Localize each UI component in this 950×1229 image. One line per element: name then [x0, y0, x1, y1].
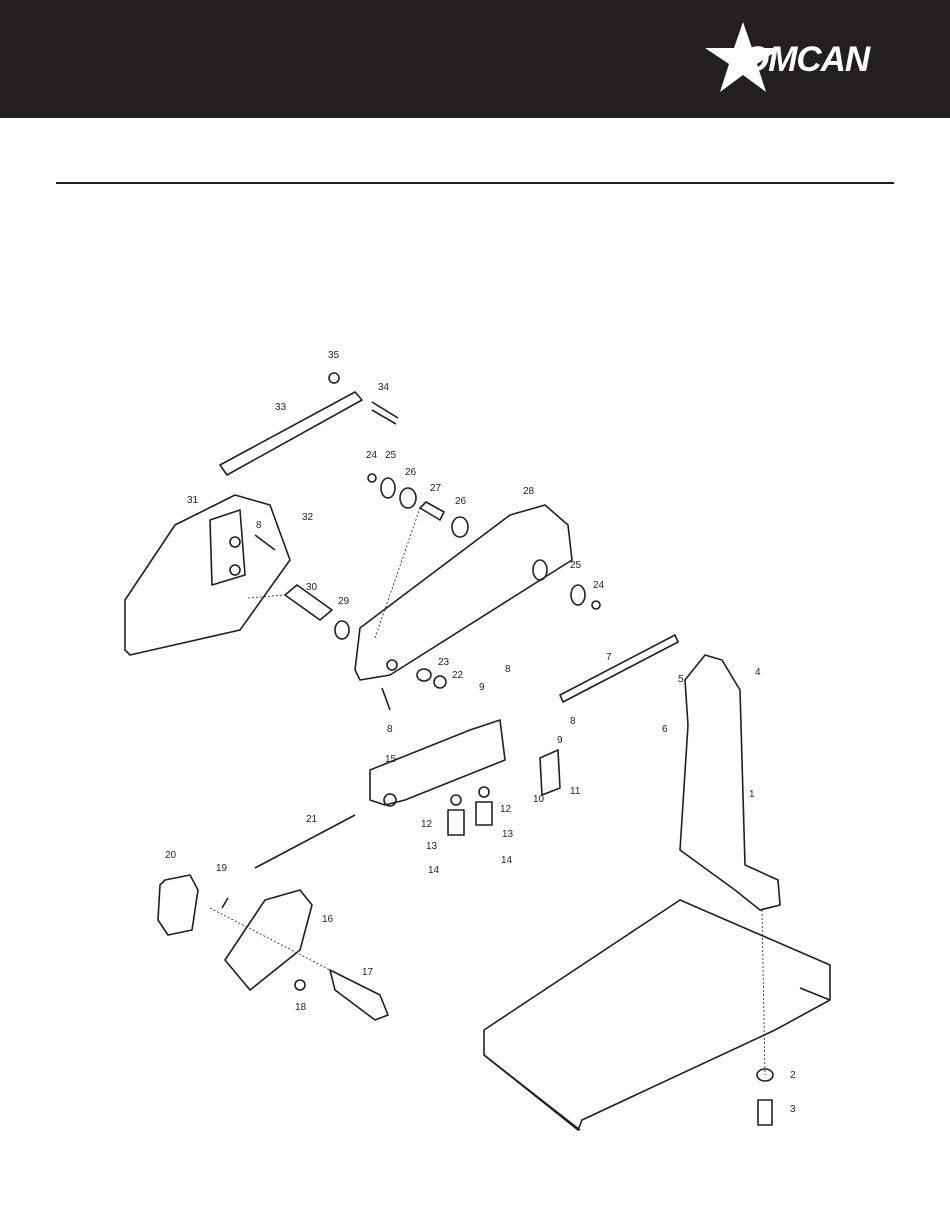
- part-label: 23: [438, 657, 450, 668]
- part-label: 8: [505, 664, 511, 675]
- part-shield: [225, 890, 312, 990]
- part-label: 33: [275, 402, 287, 413]
- part-label: 9: [479, 682, 485, 693]
- part-label: 22: [452, 670, 464, 681]
- part-label: 14: [501, 855, 513, 866]
- part-label: 21: [306, 814, 318, 825]
- part-label: 24: [593, 580, 605, 591]
- part-label: 14: [428, 865, 440, 876]
- part-label: 13: [502, 829, 514, 840]
- part-label: 11: [570, 786, 581, 797]
- part-label: 35: [328, 350, 340, 361]
- part-side-plate: [125, 495, 290, 655]
- exploded-parts-diagram: 1 2 3 4 5 6 7 8 8 8 8 9 9 10 11 12 12 13…: [0, 330, 950, 1160]
- part-label: 29: [338, 596, 350, 607]
- part-label: 2: [790, 1070, 796, 1081]
- part-label: 9: [557, 735, 563, 746]
- part-label: 5: [678, 674, 684, 685]
- part-label: 13: [426, 841, 438, 852]
- part-label: 19: [216, 863, 228, 874]
- page-header: OMCAN: [0, 0, 950, 118]
- part-label: 6: [662, 724, 668, 735]
- part-label: 26: [455, 496, 467, 507]
- part-label: 27: [430, 483, 442, 494]
- part-label: 1: [749, 789, 755, 800]
- part-label: 10: [533, 794, 545, 805]
- part-label: 8: [256, 520, 262, 531]
- part-arm: [355, 505, 572, 680]
- part-label: 24: [366, 450, 378, 461]
- part-label: 28: [523, 486, 535, 497]
- part-label: 12: [500, 804, 512, 815]
- part-label: 16: [322, 914, 334, 925]
- part-label: 20: [165, 850, 177, 861]
- part-label: 12: [421, 819, 433, 830]
- part-upright: [680, 655, 780, 910]
- part-label: 8: [570, 716, 576, 727]
- part-label: 25: [570, 560, 582, 571]
- part-label: 17: [362, 967, 374, 978]
- part-label: 31: [187, 495, 199, 506]
- part-label: 32: [302, 512, 314, 523]
- part-label: 3: [790, 1104, 796, 1115]
- part-label: 8: [387, 724, 393, 735]
- part-label: 26: [405, 467, 417, 478]
- part-label: 15: [385, 754, 397, 765]
- part-label: 25: [385, 450, 397, 461]
- brand-logo-text: OMCAN: [742, 42, 869, 77]
- part-label: 34: [378, 382, 390, 393]
- part-label: 18: [295, 1002, 307, 1013]
- part-label: 30: [306, 582, 318, 593]
- part-label: 7: [606, 652, 612, 663]
- part-bar: [220, 392, 362, 475]
- part-label: 4: [755, 667, 761, 678]
- header-divider: [56, 182, 894, 184]
